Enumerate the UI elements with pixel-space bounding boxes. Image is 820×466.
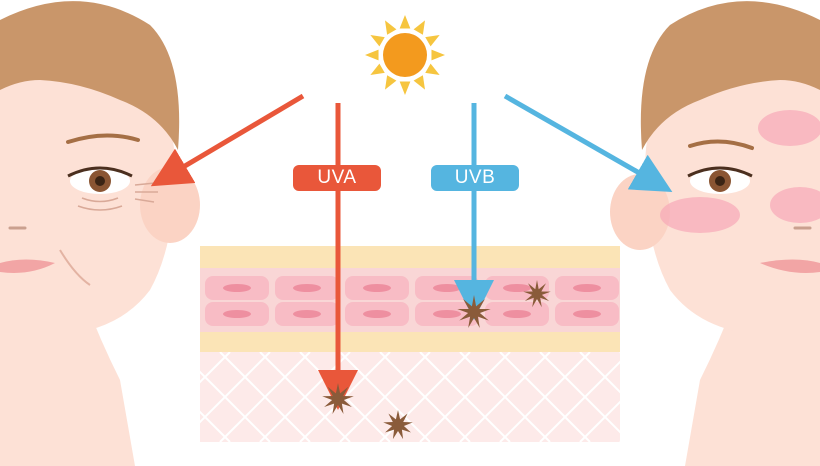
cell-nucleus (363, 310, 391, 318)
left-hair (0, 1, 180, 151)
left-neck (0, 300, 135, 466)
damage-spot-icon (322, 383, 354, 414)
uvb-label: UVB (431, 165, 519, 191)
cell-nucleus (503, 310, 531, 318)
sun-ray (385, 75, 397, 90)
basal-layer (200, 332, 620, 352)
sun-ray (399, 81, 411, 95)
cell-nucleus (363, 284, 391, 292)
dermis-fiber-pattern (200, 352, 620, 442)
left-eyebrow (66, 133, 140, 144)
damage-spot-icon (457, 295, 491, 328)
epidermis-layer (200, 268, 620, 332)
cell-nucleus (223, 284, 251, 292)
uva-label: UVA (293, 165, 381, 191)
skin-cross-section (200, 246, 620, 442)
cell-nucleus (433, 284, 461, 292)
cell-nucleus (573, 310, 601, 318)
cell-nucleus (223, 310, 251, 318)
sunburn-cheek-right (770, 187, 820, 223)
cell-nucleus (573, 284, 601, 292)
sun-ray (365, 49, 379, 61)
dermis-layer (200, 352, 620, 442)
sun-ray (385, 20, 397, 35)
cell-nucleus (503, 284, 531, 292)
left-ear (140, 167, 200, 243)
sun-ray (399, 15, 411, 29)
uva-ray-to-face (150, 93, 305, 187)
sun-icon (365, 15, 445, 95)
right-neck (685, 300, 820, 466)
cell-nucleus (293, 310, 321, 318)
right-face-sunburned (610, 1, 820, 466)
damage-spot-icon (523, 280, 551, 308)
sun-ray (431, 49, 445, 61)
left-face-aged (0, 1, 200, 466)
sun-ray (425, 63, 440, 75)
sun-ray (413, 20, 425, 35)
left-lips (0, 259, 55, 273)
right-hair (640, 1, 820, 151)
damage-spot-icon (383, 410, 413, 440)
sun-ray (425, 35, 440, 47)
uvb-ray-to-face (503, 93, 673, 192)
right-ear (610, 174, 670, 250)
skin-top-layer (200, 246, 620, 268)
left-wrinkles (77, 182, 158, 211)
cell-nucleus (293, 284, 321, 292)
sun-ray (370, 35, 385, 47)
right-lips (760, 259, 820, 273)
right-eyebrow (688, 139, 754, 150)
sunburn-cheek-left (660, 197, 740, 233)
epidermis-cells (205, 276, 619, 326)
cell-nucleus (433, 310, 461, 318)
sunburn-forehead (758, 110, 820, 146)
sun-ray (370, 63, 385, 75)
sun-ray (413, 75, 425, 90)
